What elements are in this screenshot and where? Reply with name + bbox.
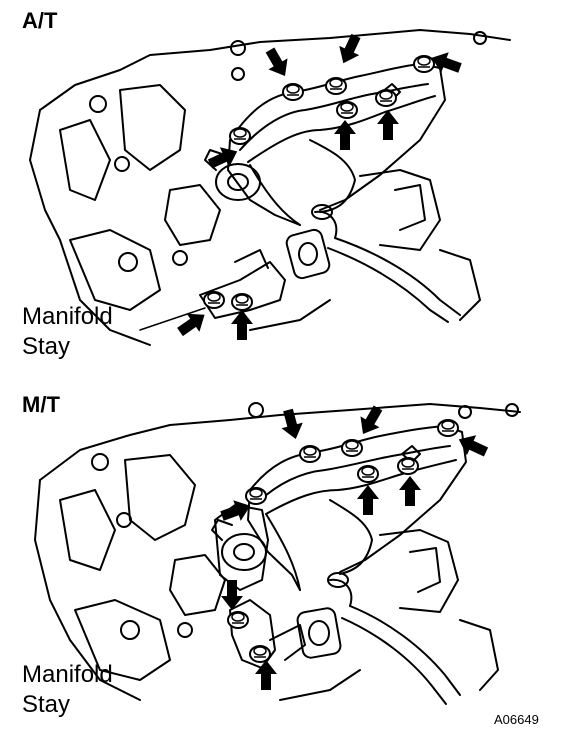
callout-line-1: Manifold [22,661,113,688]
callout-line-1: Manifold [22,303,113,330]
panel-mt-drawing [34,402,521,705]
callout-line-2: Stay [22,333,71,360]
panel-at-drawing [29,29,511,346]
callout-line-2: Stay [22,691,71,718]
manifold-stay-label-at: Manifold Stay [22,302,113,362]
panel-title-mt: M/T [22,392,60,417]
panel-title-at: A/T [22,8,58,33]
manifold-stay-label-mt: Manifold Stay [22,660,113,720]
figure-code: A06649 [494,712,539,727]
